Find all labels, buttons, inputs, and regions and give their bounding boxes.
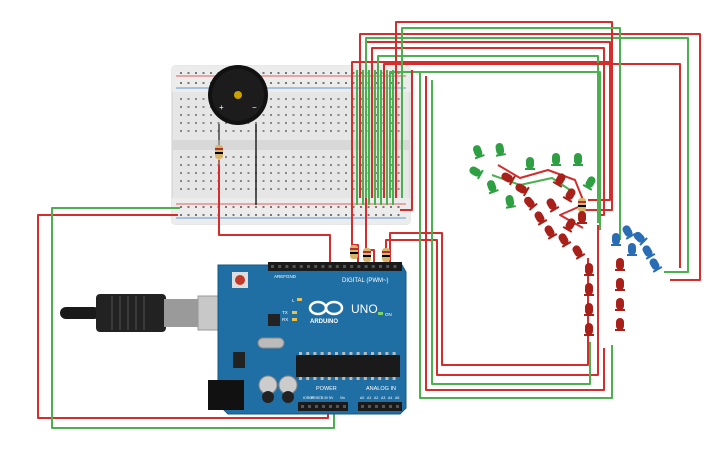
board-model: UNO	[351, 302, 378, 316]
led[interactable]	[552, 171, 568, 188]
analog-pin-label: A1	[367, 396, 371, 400]
tx-label: TX	[282, 310, 288, 315]
wire-red[interactable]	[351, 61, 613, 268]
resistor[interactable]	[382, 248, 390, 262]
wire-red[interactable]	[359, 33, 701, 281]
l-led	[297, 298, 302, 301]
wire-green[interactable]	[401, 27, 621, 240]
led[interactable]	[522, 194, 538, 211]
wire-green[interactable]	[431, 80, 591, 385]
wire-green[interactable]	[51, 207, 335, 429]
5v-label: 5V	[329, 396, 334, 400]
led[interactable]	[584, 303, 594, 316]
l-led-label: L	[292, 298, 295, 303]
aref-label: AREF	[274, 274, 286, 279]
wire-red[interactable]	[425, 76, 605, 391]
led[interactable]	[551, 153, 561, 166]
led[interactable]	[584, 263, 594, 276]
led[interactable]	[562, 216, 578, 233]
led[interactable]	[570, 243, 586, 260]
buzzer-plus-label: +	[219, 103, 224, 112]
led[interactable]	[647, 256, 663, 273]
gnd-label: GND	[286, 274, 297, 279]
resistor[interactable]	[578, 198, 586, 212]
led[interactable]	[615, 278, 625, 291]
wire-green[interactable]	[419, 72, 613, 399]
analog-pin-label: A3	[381, 396, 385, 400]
power-label: POWER	[316, 386, 337, 392]
led[interactable]	[584, 323, 594, 336]
wire-red[interactable]	[371, 47, 605, 216]
led[interactable]	[525, 157, 535, 170]
led[interactable]	[562, 186, 578, 203]
led[interactable]	[615, 318, 625, 331]
svg-text:ARDUINO: ARDUINO	[310, 319, 338, 325]
rx-label: RX	[282, 317, 288, 322]
led[interactable]	[556, 231, 572, 248]
led[interactable]	[584, 283, 594, 296]
wire-red[interactable]	[389, 232, 589, 366]
wire-red[interactable]	[395, 21, 613, 198]
wire-red[interactable]	[400, 70, 413, 211]
analog-pin-label: A2	[374, 396, 378, 400]
resistor[interactable]	[363, 248, 371, 262]
digital-label: DIGITAL (PWM~)	[342, 278, 389, 284]
led[interactable]	[532, 209, 548, 226]
resistor[interactable]	[215, 140, 223, 165]
vin-label: Vin	[340, 396, 345, 400]
analog-pin-label: A4	[388, 396, 392, 400]
led[interactable]	[615, 298, 625, 311]
wire-red[interactable]	[383, 63, 681, 268]
ioref-label: IOREF	[303, 396, 314, 400]
usb-cable[interactable]	[60, 294, 239, 332]
led[interactable]	[494, 142, 506, 157]
led[interactable]	[640, 243, 656, 260]
led[interactable]	[620, 223, 636, 240]
led[interactable]	[627, 243, 637, 256]
led[interactable]	[467, 164, 484, 180]
piezo-buzzer[interactable]: + −	[208, 65, 268, 125]
on-led	[378, 312, 383, 315]
analog-pin-label: A5	[395, 396, 399, 400]
led[interactable]	[582, 174, 598, 191]
wire-green[interactable]	[377, 55, 599, 223]
led[interactable]	[577, 211, 587, 224]
analog-label: ANALOG IN	[366, 386, 396, 392]
led[interactable]	[499, 170, 516, 186]
power-jack[interactable]	[208, 380, 244, 410]
led[interactable]	[485, 179, 499, 195]
resistor[interactable]	[350, 245, 358, 259]
led[interactable]	[544, 196, 560, 213]
wire-red[interactable]	[218, 160, 331, 270]
3v3-label: 3.3V	[321, 396, 329, 400]
wire-green[interactable]	[389, 71, 601, 230]
wire-red[interactable]	[559, 204, 584, 229]
atmega-chip	[296, 355, 400, 377]
reset-pin-label: RESET	[311, 396, 324, 400]
buzzer-minus-label: −	[252, 103, 257, 112]
arduino-logo: ARDUINO	[308, 300, 344, 325]
led[interactable]	[513, 181, 530, 197]
led[interactable]	[615, 258, 625, 271]
led[interactable]	[542, 223, 558, 240]
led-tree[interactable]	[467, 142, 663, 336]
on-label: ON	[385, 312, 392, 317]
led[interactable]	[611, 233, 621, 246]
led[interactable]	[471, 144, 485, 160]
led[interactable]	[504, 194, 516, 209]
analog-pin-label: A0	[360, 396, 364, 400]
wire-red[interactable]	[497, 164, 584, 201]
arduino-uno-board[interactable]: DIGITAL (PWM~) AREF GND ARDUINO UNO L TX…	[208, 262, 407, 415]
led[interactable]	[632, 230, 648, 246]
wire-green[interactable]	[365, 37, 689, 273]
led[interactable]	[573, 153, 583, 166]
wire-red[interactable]	[385, 225, 599, 376]
